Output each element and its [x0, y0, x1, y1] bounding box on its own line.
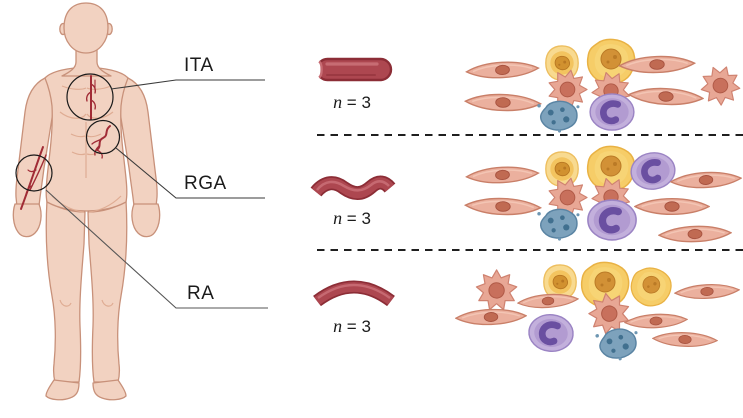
monocyte-icon	[590, 94, 634, 130]
smooth-muscle-cell-icon	[454, 307, 528, 327]
smooth-muscle-cell-icon	[464, 92, 542, 113]
ita-leader-line	[110, 79, 265, 90]
monocyte-icon	[588, 200, 636, 240]
body-left-leg	[45, 199, 86, 383]
body-neck	[61, 45, 112, 77]
cells-row-ra	[454, 261, 741, 364]
body-left-hand	[12, 203, 42, 238]
body-left-foot	[45, 379, 80, 401]
cells-row-ita	[464, 38, 743, 133]
vessel-tortuous-tube-icon	[310, 175, 396, 201]
smooth-muscle-cell-icon	[634, 197, 710, 216]
ra-leader-line	[45, 189, 268, 309]
body-right-foot	[92, 379, 127, 401]
smooth-muscle-cell-icon	[658, 224, 732, 244]
rga-circle-marker	[85, 119, 121, 155]
smooth-muscle-cell-icon	[669, 170, 743, 190]
body-head	[63, 2, 109, 54]
smooth-muscle-cell-icon	[464, 196, 542, 217]
n-symbol: n	[333, 316, 343, 336]
sample-size-ita: n = 3	[312, 92, 392, 113]
adipocyte-icon	[545, 151, 579, 187]
sample-size-ra: n = 3	[312, 316, 392, 337]
ra-artery	[20, 146, 44, 210]
sample-size-rga: n = 3	[312, 208, 392, 229]
body-shading-lines	[51, 85, 122, 307]
macrophage-icon	[698, 63, 743, 108]
leader-lines	[45, 79, 268, 309]
microbe-icon	[536, 100, 581, 133]
smooth-muscle-cell-icon	[673, 282, 741, 301]
label-rga: RGA	[184, 173, 227, 194]
body-right-hand	[131, 203, 161, 238]
body-right-leg	[87, 199, 128, 383]
cells-row-rga	[464, 145, 743, 244]
label-ita: ITA	[184, 55, 214, 76]
ra-circle-marker	[15, 154, 53, 192]
adipocyte-icon	[627, 263, 675, 311]
smooth-muscle-cell-icon	[623, 312, 689, 330]
monocyte-icon	[527, 313, 575, 354]
microbe-icon	[536, 208, 581, 241]
n-value: = 3	[342, 209, 371, 228]
monocyte-icon	[629, 150, 677, 192]
vessel-straight-tube-icon	[310, 57, 393, 82]
macrophage-icon	[473, 266, 521, 315]
ita-circle-marker	[66, 73, 114, 121]
n-value: = 3	[342, 317, 371, 336]
label-ra: RA	[187, 283, 215, 304]
rga-leader-line	[115, 147, 265, 199]
n-value: = 3	[342, 93, 371, 112]
n-symbol: n	[333, 92, 343, 112]
site-circles	[15, 73, 121, 192]
human-body-illustration	[12, 2, 161, 401]
smooth-muscle-cell-icon	[465, 59, 540, 81]
smooth-muscle-cell-icon	[465, 164, 540, 186]
smooth-muscle-cell-icon	[627, 85, 705, 108]
n-symbol: n	[333, 208, 343, 228]
artery-drawings	[20, 75, 111, 210]
vessel-curved-tube-icon	[313, 280, 395, 307]
microbe-icon	[594, 326, 641, 364]
smooth-muscle-cell-icon	[651, 330, 719, 349]
